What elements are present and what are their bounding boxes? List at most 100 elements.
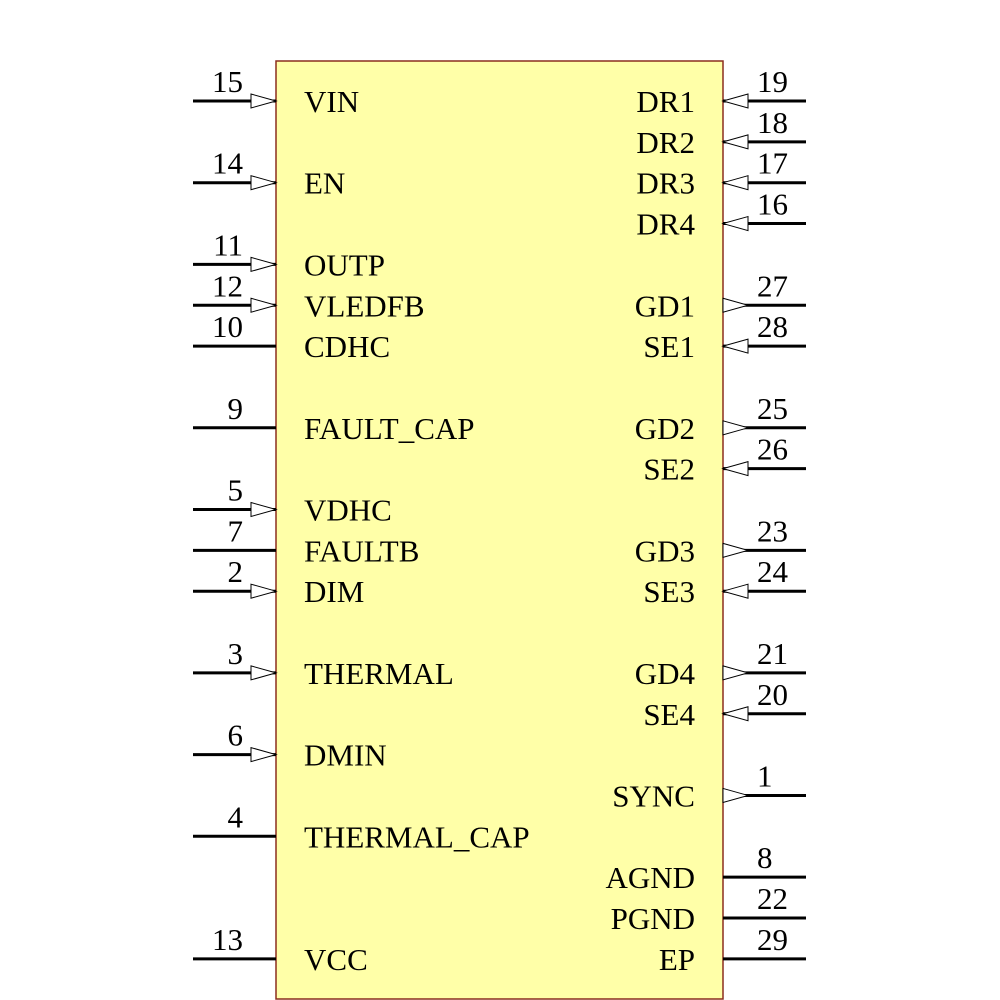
pin-name: GD1 (635, 288, 695, 323)
input-arrow-icon (721, 338, 749, 354)
pin-name: FAULTB (304, 533, 419, 568)
pin-number: 10 (212, 309, 243, 344)
input-arrow-icon (721, 175, 749, 191)
pin-name: VIN (304, 84, 359, 119)
ic-body (275, 60, 724, 1000)
right-pins: 19DR118DR217DR316DR427GD128SE125GD226SE2… (605, 64, 806, 977)
pin-name: GD3 (635, 533, 695, 568)
pin-number: 17 (757, 146, 788, 181)
left-pins: 15VIN14EN11OUTP12VLEDFB10CDHC9FAULT_CAP5… (193, 64, 530, 977)
input-arrow-icon (250, 93, 278, 109)
pin-number: 23 (757, 513, 788, 548)
pin-number: 19 (757, 64, 788, 99)
pin-number: 5 (228, 473, 244, 508)
pin-number: 27 (757, 268, 788, 303)
input-arrow-icon (250, 256, 278, 273)
pin-name: GD2 (635, 411, 695, 446)
input-arrow-icon (250, 746, 278, 763)
output-arrow-icon (722, 542, 750, 559)
pin-number: 9 (228, 391, 244, 426)
input-arrow-icon (250, 665, 278, 681)
pin-number: 11 (213, 227, 243, 262)
input-arrow-icon (250, 501, 278, 518)
pin-name: SYNC (612, 778, 695, 813)
pin-name: DR1 (636, 84, 695, 119)
pin-name: VDHC (304, 493, 392, 528)
pin-name: OUTP (304, 247, 385, 282)
pin-number: 8 (757, 840, 773, 875)
pin-name: DIM (304, 574, 364, 609)
input-arrow-icon (721, 706, 749, 722)
pin-number: 24 (757, 554, 789, 589)
pin-name: SE3 (643, 574, 695, 609)
pin-number: 3 (228, 636, 244, 671)
pin-number: 14 (212, 146, 244, 181)
pin-name: EP (659, 942, 695, 977)
pin-number: 20 (757, 677, 788, 712)
pin-number: 7 (228, 513, 244, 548)
pin-name: THERMAL_CAP (304, 819, 530, 854)
input-arrow-icon (250, 175, 278, 191)
pin-number: 28 (757, 309, 788, 344)
pin-name: EN (304, 166, 345, 201)
pin-number: 26 (757, 432, 788, 467)
pin-number: 6 (228, 718, 244, 753)
pin-number: 22 (757, 881, 788, 916)
pin-name: VLEDFB (304, 288, 425, 323)
pin-number: 18 (757, 105, 788, 140)
pin-number: 21 (757, 636, 788, 671)
input-arrow-icon (721, 583, 749, 599)
pin-name: SE1 (643, 329, 695, 364)
input-arrow-icon (250, 297, 278, 313)
pin-name: DR3 (636, 166, 695, 201)
pin-name: AGND (605, 860, 695, 895)
output-arrow-icon (722, 420, 750, 436)
input-arrow-icon (721, 460, 749, 477)
input-arrow-icon (721, 93, 749, 109)
pin-number: 25 (757, 391, 788, 426)
pin-name: FAULT_CAP (304, 411, 475, 446)
pin-name: SE4 (643, 697, 695, 732)
pin-name: CDHC (304, 329, 390, 364)
pin-name: GD4 (635, 656, 696, 691)
output-arrow-icon (722, 297, 750, 313)
output-arrow-icon (722, 665, 750, 681)
pin-name: DR2 (636, 125, 695, 160)
pin-name: DMIN (304, 738, 387, 773)
input-arrow-icon (721, 215, 749, 232)
pin-name: DR4 (636, 207, 695, 242)
pin-number: 16 (757, 187, 788, 222)
pin-name: PGND (611, 901, 695, 936)
output-arrow-icon (722, 787, 750, 804)
pin-name: THERMAL (304, 656, 454, 691)
pin-number: 15 (212, 64, 243, 99)
